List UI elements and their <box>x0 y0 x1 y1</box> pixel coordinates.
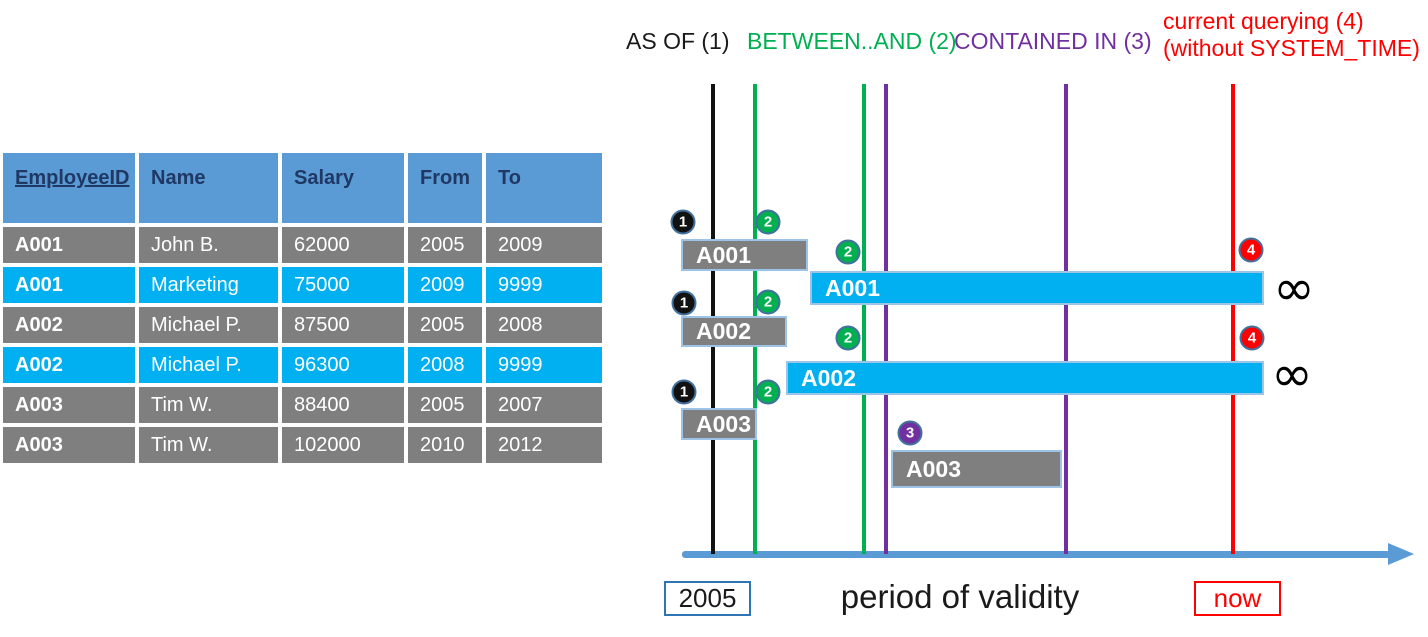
legend-item-as-of: AS OF (1) <box>626 28 730 55</box>
legend-item-between-and: BETWEEN..AND (2) <box>747 28 957 55</box>
table-header-cell: Name <box>139 153 278 223</box>
table-cell: Marketing <box>139 267 278 303</box>
axis-title: period of validity <box>840 578 1080 615</box>
marker-circle-2: 2 <box>755 379 781 405</box>
table-cell: 9999 <box>486 347 602 383</box>
validity-bar-a002-current: A002 <box>786 361 1264 395</box>
table-cell: 2005 <box>408 227 482 263</box>
marker-circle-1: 1 <box>671 290 697 316</box>
table-cell: 2005 <box>408 387 482 423</box>
table-cell: Michael P. <box>139 347 278 383</box>
legend-item-current-querying: current querying (4)(without SYSTEM_TIME… <box>1163 8 1420 62</box>
table-header-cell: EmployeeID <box>3 153 135 223</box>
table-cell: A003 <box>3 387 135 423</box>
marker-circle-2: 2 <box>755 289 781 315</box>
table-cell: 2009 <box>486 227 602 263</box>
legend-item-contained-in: CONTAINED IN (3) <box>954 28 1152 55</box>
query-line-contained-start <box>884 84 888 554</box>
table-cell: 62000 <box>282 227 404 263</box>
validity-bar-a003-history2: A003 <box>891 450 1062 488</box>
validity-bar-a001-current: A001 <box>810 271 1264 305</box>
table-cell: A002 <box>3 307 135 343</box>
marker-circle-2: 2 <box>755 209 781 235</box>
legend-sublabel: (without SYSTEM_TIME) <box>1163 35 1420 61</box>
table-cell: A001 <box>3 227 135 263</box>
table-cell: 2007 <box>486 387 602 423</box>
table-header-cell: Salary <box>282 153 404 223</box>
infinity-icon: ∞ <box>1273 259 1315 317</box>
marker-circle-2: 2 <box>835 325 861 351</box>
table-cell: 2005 <box>408 307 482 343</box>
table-cell: 87500 <box>282 307 404 343</box>
legend-label: CONTAINED IN (3) <box>954 28 1152 54</box>
table-cell: 2008 <box>408 347 482 383</box>
legend-label: AS OF (1) <box>626 28 730 54</box>
table-cell: 75000 <box>282 267 404 303</box>
marker-circle-4: 4 <box>1239 325 1265 351</box>
validity-bar-a003-history1: A003 <box>681 408 757 440</box>
table-cell: 88400 <box>282 387 404 423</box>
axis-now-box: now <box>1194 581 1281 616</box>
legend-label: current querying (4) <box>1163 8 1364 34</box>
infinity-icon: ∞ <box>1271 345 1313 403</box>
query-line-now <box>1231 84 1235 554</box>
marker-circle-3: 3 <box>897 420 923 446</box>
query-line-contained-end <box>1064 84 1068 554</box>
time-axis <box>682 551 1390 558</box>
legend-label: BETWEEN..AND (2) <box>747 28 957 54</box>
table-header-cell: From <box>408 153 482 223</box>
validity-bar-a002-history: A002 <box>681 316 787 347</box>
table-header-cell: To <box>486 153 602 223</box>
query-line-between-end <box>862 84 866 554</box>
table-cell: A002 <box>3 347 135 383</box>
marker-circle-1: 1 <box>670 209 696 235</box>
validity-bar-a001-history: A001 <box>681 239 808 271</box>
table-cell: A001 <box>3 267 135 303</box>
table-cell: 2009 <box>408 267 482 303</box>
axis-start-year-box: 2005 <box>664 581 751 616</box>
table-cell: 2008 <box>486 307 602 343</box>
time-axis-arrowhead-icon <box>1388 543 1414 565</box>
table-cell: 2010 <box>408 427 482 463</box>
table-cell: A003 <box>3 427 135 463</box>
table-cell: Michael P. <box>139 307 278 343</box>
table-cell: 2012 <box>486 427 602 463</box>
table-cell: 96300 <box>282 347 404 383</box>
marker-circle-1: 1 <box>671 379 697 405</box>
table-cell: 9999 <box>486 267 602 303</box>
table-cell: 102000 <box>282 427 404 463</box>
table-cell: John B. <box>139 227 278 263</box>
table-cell: Tim W. <box>139 427 278 463</box>
table-cell: Tim W. <box>139 387 278 423</box>
marker-circle-4: 4 <box>1238 237 1264 263</box>
marker-circle-2: 2 <box>835 239 861 265</box>
